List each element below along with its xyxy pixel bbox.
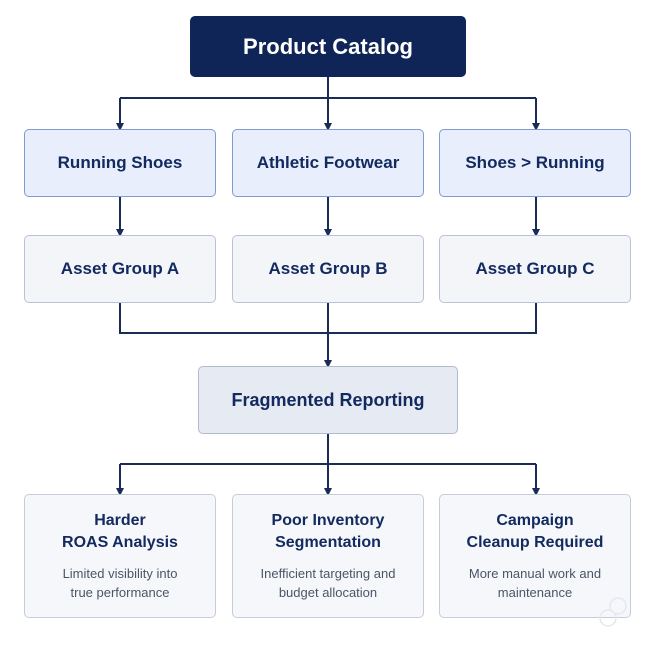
node-category-2: Athletic Footwear	[232, 129, 424, 197]
impact-title: Campaign Cleanup Required	[466, 512, 604, 551]
node-impact-1: Harder ROAS Analysis Limited visibility …	[24, 494, 216, 618]
node-asset-group-label: Asset Group B	[268, 259, 388, 278]
node-outcome: Fragmented Reporting	[198, 366, 458, 434]
node-asset-group-label: Asset Group A	[60, 259, 180, 278]
impact-description: Limited visibility into true performance	[62, 566, 178, 600]
node-root: Product Catalog	[190, 16, 466, 77]
node-impact-2: Poor Inventory Segmentation Inefficient …	[232, 494, 424, 618]
node-category-label: Shoes > Running	[465, 153, 605, 172]
impact-title: Harder ROAS Analysis	[62, 512, 178, 551]
impact-description: More manual work and maintenance	[468, 566, 602, 600]
node-asset-group-b: Asset Group B	[232, 235, 424, 303]
node-impact-3: Campaign Cleanup Required More manual wo…	[439, 494, 631, 618]
node-asset-group-c: Asset Group C	[439, 235, 631, 303]
impact-description: Inefficient targeting and budget allocat…	[260, 566, 396, 600]
node-asset-group-label: Asset Group C	[475, 259, 595, 278]
node-outcome-label: Fragmented Reporting	[231, 389, 425, 410]
node-category-1: Running Shoes	[24, 129, 216, 197]
node-asset-group-a: Asset Group A	[24, 235, 216, 303]
node-category-label: Athletic Footwear	[256, 153, 400, 172]
node-root-label: Product Catalog	[243, 33, 413, 59]
node-category-3: Shoes > Running	[439, 129, 631, 197]
impact-title: Poor Inventory Segmentation	[271, 512, 385, 551]
sparkle-watermark-icon	[599, 597, 627, 627]
node-category-label: Running Shoes	[57, 153, 183, 172]
